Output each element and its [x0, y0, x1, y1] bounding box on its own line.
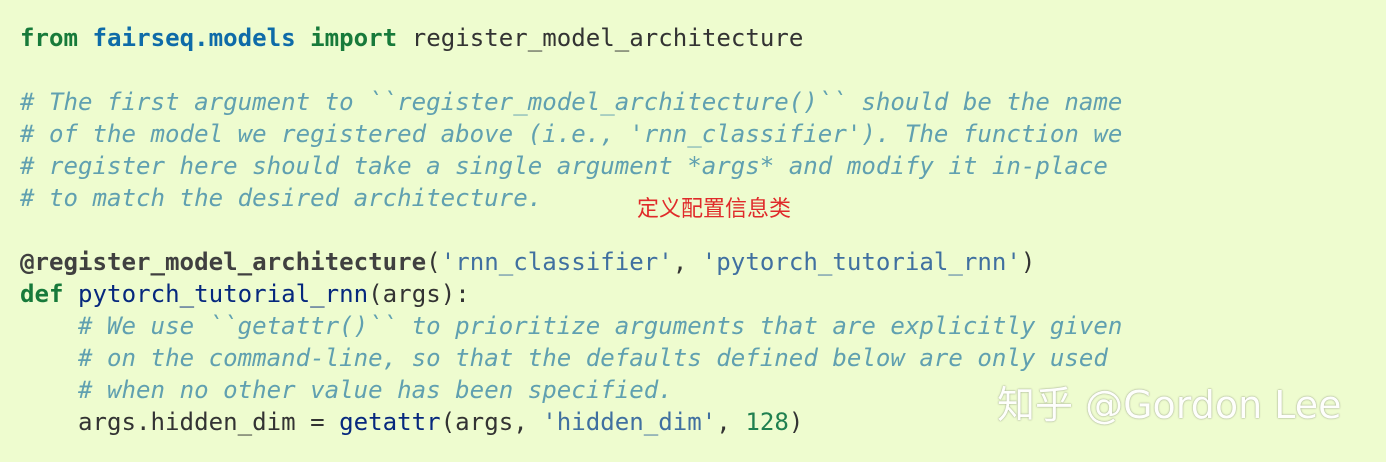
code-token: ) — [788, 408, 804, 436]
comment-token: # of the model we registered above (i.e.… — [20, 120, 1123, 148]
keyword-token: from — [20, 24, 79, 52]
comment-token: # on the command-line, so that the defau… — [78, 344, 1108, 372]
string-token: 'pytorch_tutorial_rnn' — [701, 248, 1021, 276]
decorator-token: @register_model_architecture — [20, 248, 427, 276]
code-line: def pytorch_tutorial_rnn(args): — [20, 278, 470, 310]
code-line: # The first argument to ``register_model… — [20, 86, 1122, 118]
code-line: # on the command-line, so that the defau… — [20, 342, 1108, 374]
code-token — [64, 280, 79, 308]
code-token — [20, 376, 78, 404]
code-line: # of the model we registered above (i.e.… — [20, 118, 1122, 150]
code-token — [20, 312, 78, 340]
code-token: ( — [426, 248, 441, 276]
code-line: @register_model_architecture('rnn_classi… — [20, 246, 1035, 278]
function-token: pytorch_tutorial_rnn — [78, 280, 369, 308]
annotation-label: 定义配置信息类 — [637, 197, 792, 222]
function-token: getattr — [339, 408, 441, 436]
comment-token: # The first argument to ``register_model… — [20, 88, 1123, 116]
code-token: , — [716, 408, 746, 436]
watermark: 知乎 @Gordon Lee — [997, 383, 1342, 427]
code-token: ) — [1020, 248, 1036, 276]
code-line: # register here should take a single arg… — [20, 150, 1108, 182]
code-line: args.hidden_dim = getattr(args, 'hidden_… — [20, 406, 803, 438]
code-token — [20, 344, 78, 372]
comment-token: # We use ``getattr()`` to prioritize arg… — [78, 312, 1123, 340]
code-token: , — [672, 248, 702, 276]
code-token: args.hidden_dim = — [20, 408, 340, 436]
comment-token: # when no other value has been specified… — [78, 376, 673, 404]
keyword-token: import — [310, 24, 398, 52]
code-line: # We use ``getattr()`` to prioritize arg… — [20, 310, 1122, 342]
keyword-token: def — [20, 280, 64, 308]
code-token: register_model_architecture — [397, 24, 804, 52]
code-token: (args): — [368, 280, 470, 308]
code-token — [296, 24, 311, 52]
code-line: from fairseq.models import register_mode… — [20, 22, 803, 54]
string-token: 'rnn_classifier' — [440, 248, 673, 276]
string-token: 'hidden_dim' — [542, 408, 717, 436]
number-token: 128 — [745, 408, 789, 436]
code-line: # to match the desired architecture. — [20, 182, 542, 214]
code-token — [78, 24, 93, 52]
code-line: # when no other value has been specified… — [20, 374, 673, 406]
module-token: fairseq.models — [92, 24, 296, 52]
comment-token: # to match the desired architecture. — [20, 184, 543, 212]
code-token: (args, — [440, 408, 543, 436]
comment-token: # register here should take a single arg… — [20, 152, 1108, 180]
